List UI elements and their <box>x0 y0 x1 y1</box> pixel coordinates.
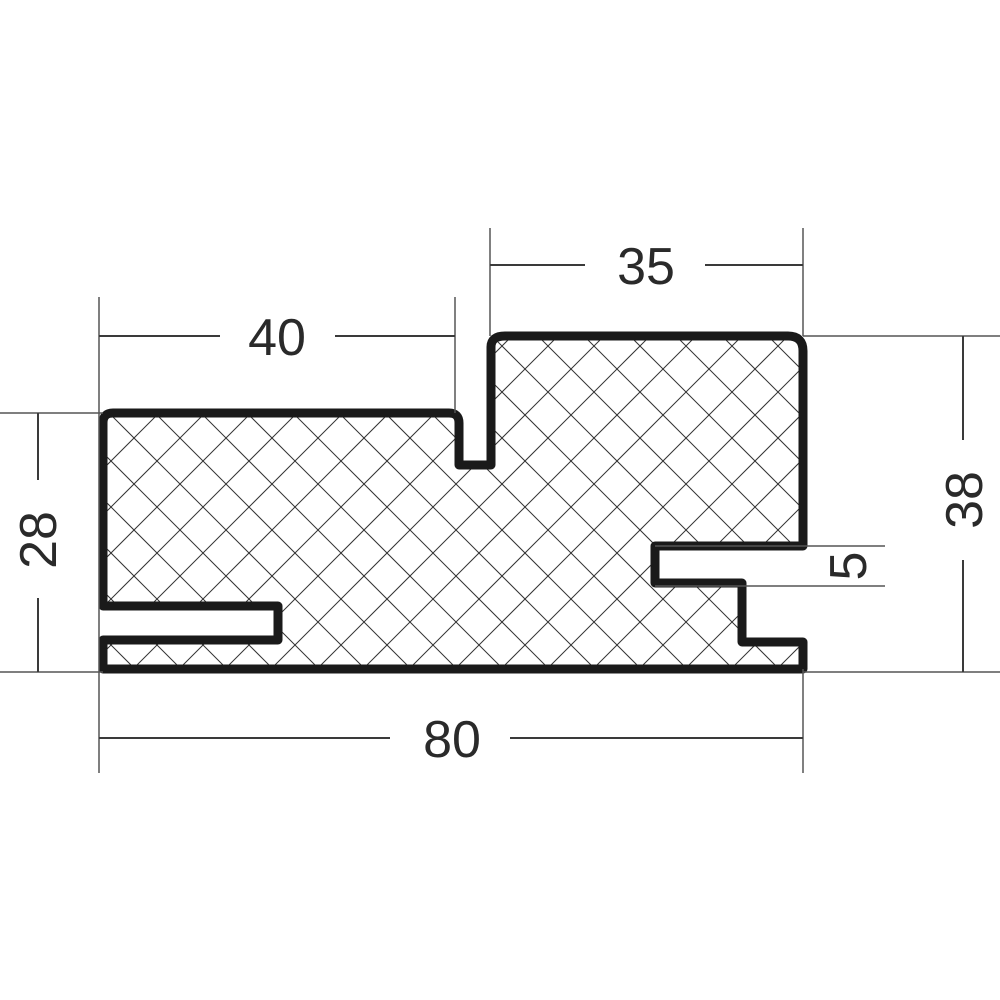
hatch-line <box>103 336 279 669</box>
hatch-line <box>633 336 803 669</box>
hatch-line <box>103 336 233 669</box>
hatch-line <box>317 336 739 669</box>
hatch-line <box>639 336 803 669</box>
dim-label-right-height: 38 <box>936 471 994 529</box>
hatch-line <box>541 336 803 669</box>
hatch-line <box>587 336 803 669</box>
hatch-line <box>679 336 803 669</box>
hatch-line <box>103 336 273 669</box>
hatch-line <box>0 300 42 720</box>
hatch-line <box>495 336 803 669</box>
extension-lines <box>0 228 1000 773</box>
hatch-line <box>403 336 803 669</box>
hatch-line <box>0 300 94 720</box>
dim-label-top-left-width: 40 <box>248 309 306 367</box>
hatch-line <box>501 336 803 669</box>
hatch-line <box>103 336 187 669</box>
hatch-line <box>363 336 785 669</box>
hatch-line <box>127 336 549 669</box>
dim-label-overall-width: 80 <box>423 711 481 769</box>
hatch-line <box>103 336 411 669</box>
hatch-line <box>103 336 227 669</box>
cross-hatch-fill <box>0 300 803 720</box>
dimension-lines <box>37 264 964 739</box>
hatch-line <box>0 300 2 720</box>
hatch-line <box>103 336 181 669</box>
dim-label-left-height: 28 <box>10 511 68 569</box>
hatch-line <box>219 336 641 669</box>
hatch-line <box>103 336 371 669</box>
hatch-line <box>455 336 803 669</box>
hatch-line <box>409 336 803 669</box>
hatch-line <box>265 336 687 669</box>
hatch-line <box>311 336 733 669</box>
hatch-line <box>103 336 417 669</box>
hatch-line <box>357 336 779 669</box>
profile-outline <box>98 331 808 674</box>
hatch-line <box>103 336 141 669</box>
hatch-line <box>685 336 803 669</box>
dim-label-groove-height: 5 <box>820 552 878 581</box>
hatch-line <box>0 300 48 720</box>
hatch-line <box>725 336 803 669</box>
hatch-line <box>593 336 803 669</box>
hatch-line <box>173 336 595 669</box>
hatch-line <box>0 300 88 720</box>
hatch-line <box>103 336 325 669</box>
dim-label-top-right-width: 35 <box>617 238 675 296</box>
hatch-line <box>271 336 693 669</box>
hatch-line <box>179 336 601 669</box>
hatch-line <box>547 336 803 669</box>
hatch-line <box>103 336 365 669</box>
